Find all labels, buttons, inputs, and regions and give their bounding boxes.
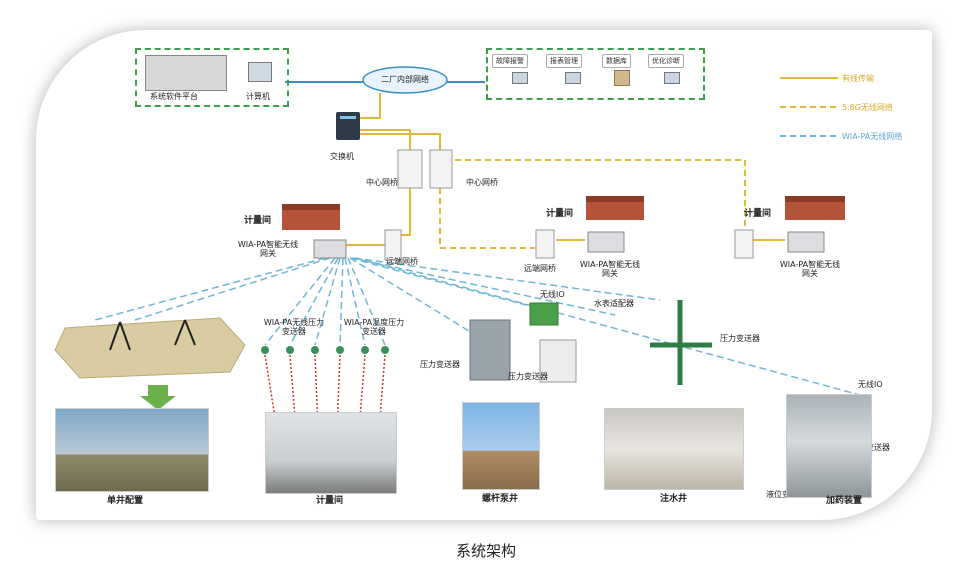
bottom-label-screw-pump: 螺杆泵井: [482, 494, 519, 504]
wireless-io-box: [529, 302, 559, 326]
legend-wiapa-label: WIA-PA无线网络: [842, 132, 903, 141]
control-room-box: [135, 48, 289, 107]
remote-bridge-label-mid: 远端网桥: [524, 264, 556, 273]
function-chip-3: 优化诊断: [648, 54, 684, 68]
switch-label: 交换机: [330, 152, 354, 161]
bottom-label-injection-well: 注水井: [660, 494, 688, 504]
remote-bridge-label-left: 远端网桥: [386, 257, 418, 266]
bottom-label-metering-room: 计量间: [316, 496, 344, 506]
wireless-58g-links: [439, 159, 746, 249]
network-cloud: [362, 66, 448, 94]
gateway-label-left: WIA-PA智能无线 网关: [237, 240, 299, 259]
remote-bridge-icon-left: [384, 229, 402, 261]
monitor-icon: [512, 72, 528, 84]
bridge-icon-a: [397, 149, 423, 189]
down-arrow-icon: [140, 385, 176, 410]
building-icons: [282, 196, 845, 230]
wiapa-links: [94, 257, 861, 396]
figure-caption: 系统架构: [455, 542, 516, 560]
wireless-io-label: 无线IO: [540, 290, 565, 299]
remote-bridge-icon-mid: [535, 229, 555, 259]
functions-box: [486, 48, 705, 100]
function-chip-1: 报表管理: [546, 54, 582, 68]
control-cabinet: [539, 339, 577, 383]
gateway-label-right: WIA-PA智能无线 网关: [779, 260, 841, 279]
bridge-icon-b: [429, 149, 453, 189]
database-icon: [614, 70, 630, 86]
temp-pressure-tx-label: WIA-PA温度压力 变送器: [343, 318, 405, 337]
metering-room-label-right: 计量间: [744, 209, 772, 219]
legend-wired-label: 有线传输: [842, 74, 874, 83]
dosing-wireless-io-label: 无线IO: [858, 380, 883, 389]
monitor-icon: [565, 72, 581, 84]
pressure-tx-label-c: 压力变送器: [720, 334, 760, 343]
computer-icon: [248, 62, 272, 82]
injection-well-photo: [604, 408, 744, 490]
remote-bridge-icon-right: [734, 229, 754, 259]
legend-58g-label: 5.8G无线网络: [842, 103, 893, 112]
flow-meter-adapter-label: 水表适配器: [594, 299, 634, 308]
central-bridge-label-a: 中心网桥: [366, 178, 398, 187]
gateway-icon-right: [787, 231, 825, 253]
gateway-icon-left: [313, 239, 347, 259]
pressure-tx-label-b: 压力变送器: [508, 372, 548, 381]
bottom-label-dosing-unit: 加药装置: [826, 496, 863, 506]
function-chip-2: 数据库: [602, 54, 631, 68]
monitor-icon: [664, 72, 680, 84]
server-rack-icon: [145, 55, 227, 91]
metering-room-label-mid: 计量间: [546, 209, 574, 219]
computer-label: 计算机: [246, 92, 270, 101]
metering-room-label-left: 计量间: [244, 216, 272, 226]
central-bridge-label-b: 中心网桥: [466, 178, 498, 187]
wireless-pressure-tx-label: WIA-PA无线压力 变送器: [263, 318, 325, 337]
pressure-tx-label-a: 压力变送器: [420, 360, 460, 369]
wired-links: [345, 93, 785, 246]
oil-field-platform: [54, 317, 246, 379]
single-well-photo: [55, 408, 209, 492]
gateway-label-mid: WIA-PA智能无线 网关: [579, 260, 641, 279]
metering-room-photo: [265, 412, 397, 494]
gateway-icon-mid: [587, 231, 625, 253]
software-platform-label: 系统软件平台: [150, 92, 198, 101]
pumpjack-icons: [109, 319, 196, 351]
dosing-unit-photo: [786, 394, 872, 498]
network-cloud-label: 二厂内部网络: [381, 75, 429, 84]
transmitter-icons: [261, 346, 389, 354]
screw-pump-photo: [462, 402, 540, 490]
injection-wellhead: [650, 300, 712, 385]
function-chip-0: 故障报警: [492, 54, 528, 68]
pump-well-equipment: [469, 319, 511, 381]
bottom-label-single-well: 单井配置: [107, 496, 144, 506]
